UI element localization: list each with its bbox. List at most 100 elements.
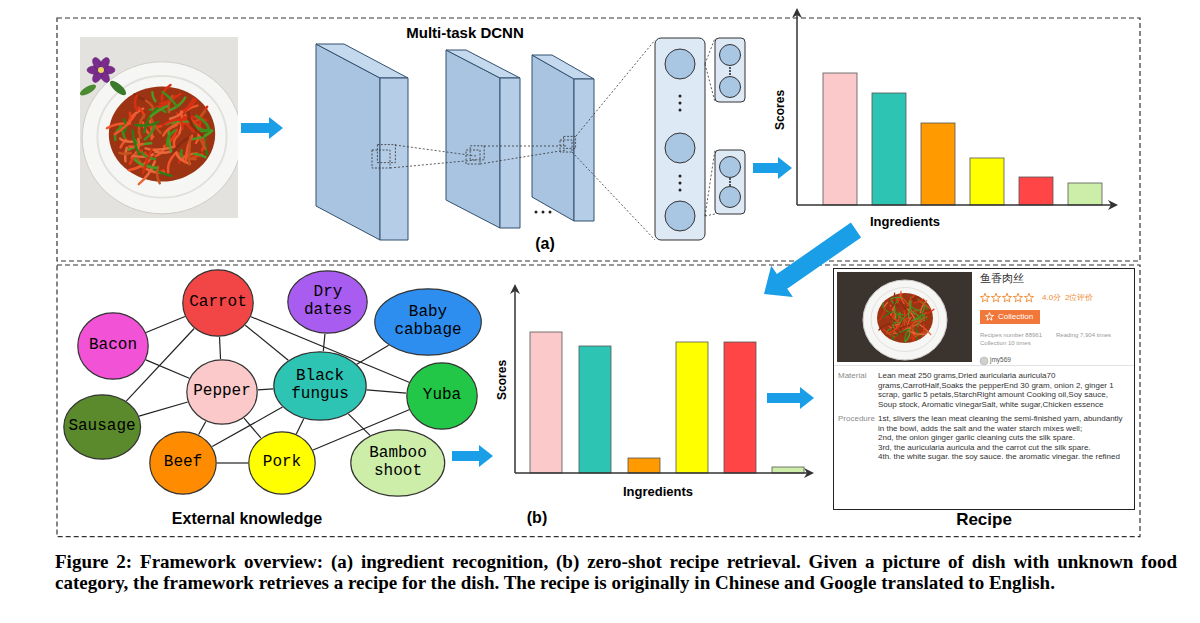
garnish-flower	[98, 56, 112, 72]
conv-layer	[532, 55, 574, 221]
food-strand	[157, 167, 160, 184]
node-label: Yuba	[423, 387, 461, 405]
collect-button: Collection	[980, 310, 1040, 324]
photo-background	[837, 272, 972, 362]
plate	[863, 280, 947, 360]
ingredient-node: Bacon	[77, 312, 149, 380]
score-bar	[628, 458, 660, 473]
ellipsis-dot	[679, 95, 682, 98]
chart-axis	[796, 10, 798, 205]
food-strand	[167, 130, 175, 145]
flow-arrow	[753, 157, 792, 179]
rating-star	[1002, 293, 1011, 302]
food-strand	[895, 298, 899, 301]
rating-star	[980, 293, 989, 302]
food-strand	[152, 92, 155, 101]
neuron	[665, 201, 695, 231]
plate	[82, 62, 238, 214]
knowledge-edge	[217, 462, 248, 463]
food-strand	[194, 154, 206, 157]
ellipsis-dot	[679, 175, 682, 178]
food-strand	[168, 153, 175, 172]
axis-label: Ingredients	[870, 215, 940, 230]
output-layer	[715, 150, 745, 214]
sauce	[877, 293, 933, 343]
conv-layer	[446, 50, 520, 78]
knowledge-edge	[348, 414, 370, 435]
button-label: Collection	[998, 312, 1033, 322]
ingredient-circle	[249, 432, 315, 494]
ellipsis-dot	[729, 178, 731, 180]
ingredient-node: Dry dates	[287, 270, 368, 334]
ingredient-circle	[150, 432, 216, 494]
food-strand	[911, 307, 920, 311]
food-strand	[880, 307, 887, 320]
dotted-line	[705, 38, 715, 64]
food-strand	[918, 301, 930, 309]
node-label: Baby cabbage	[388, 304, 468, 339]
ellipsis-dot	[729, 181, 731, 183]
score-bar	[872, 93, 906, 205]
ellipsis-dot	[729, 184, 731, 186]
ellipsis-dot	[679, 102, 682, 105]
axis-label: Scores	[774, 90, 788, 130]
ingredient-node: Beef	[149, 431, 217, 495]
output-layer	[715, 38, 745, 102]
knowledge-edge	[367, 390, 406, 393]
score-bar	[530, 332, 562, 473]
flow-arrow	[452, 445, 493, 467]
dotted-line	[705, 214, 715, 216]
food-strand	[914, 317, 927, 323]
recipe-stat: Collection 10 times	[980, 340, 1031, 347]
food-strand	[143, 149, 152, 173]
axis-label: Ingredients	[623, 485, 693, 500]
node-label: Dry dates	[300, 284, 356, 319]
recipe-author: jmy569	[990, 356, 1011, 363]
knowledge-edge	[296, 419, 303, 434]
rating-score: 4.0分	[1042, 293, 1061, 302]
knowledge-edge	[146, 317, 185, 333]
rating-star	[991, 293, 1000, 302]
star-icon	[985, 312, 994, 321]
ingredient-circle	[288, 271, 367, 333]
network-title: Multi-task DCNN	[406, 24, 524, 41]
dotted-line	[572, 152, 655, 240]
ingredient-node: Black fungus	[273, 351, 367, 421]
flow-arrow	[764, 223, 861, 297]
food-strand	[151, 106, 168, 117]
receptive-field	[564, 136, 576, 148]
node-label: Beef	[164, 454, 202, 472]
food-strand	[910, 301, 915, 314]
ingredient-circle	[407, 363, 477, 429]
food-strand	[155, 152, 170, 153]
food-strand	[893, 318, 898, 322]
ingredient-node: Pork	[248, 431, 316, 495]
ellipsis-dot	[679, 109, 682, 112]
rating-star	[1013, 293, 1022, 302]
score-bar	[970, 158, 1004, 205]
recipe-header: 鱼香肉丝4.0分2位评价Recipes number 88961Reading …	[834, 269, 1134, 365]
ingredient-node: Bamboo shoot	[350, 429, 446, 497]
garnish-leaf	[80, 82, 98, 97]
food-strand	[912, 297, 919, 299]
food-strand	[183, 99, 194, 113]
recipe-stat: Reading 7,904 times	[1056, 332, 1111, 339]
conv-layer	[446, 50, 500, 228]
recipe-body: MaterialLean meat 250 grams,Dried auricu…	[834, 365, 1134, 466]
dotted-line	[484, 146, 566, 147]
rating-count: 2位评价	[1065, 293, 1093, 302]
score-bar	[676, 342, 708, 473]
ellipsis-dot	[679, 182, 682, 185]
neuron	[720, 187, 741, 208]
figure-caption: Figure 2: Framework overview: (a) ingred…	[55, 551, 1177, 593]
ingredient-circle	[64, 395, 141, 459]
node-label: Sausage	[68, 418, 135, 436]
neuron	[720, 157, 741, 178]
garnish-flower	[98, 67, 104, 73]
ellipsis-dot	[549, 211, 552, 214]
conv-layer	[316, 44, 408, 78]
ingredient-node: Baby cabbage	[374, 288, 482, 356]
ingredient-circle	[78, 313, 148, 379]
ingredient-circle	[187, 360, 257, 424]
ingredient-node: Pepper	[186, 359, 258, 425]
